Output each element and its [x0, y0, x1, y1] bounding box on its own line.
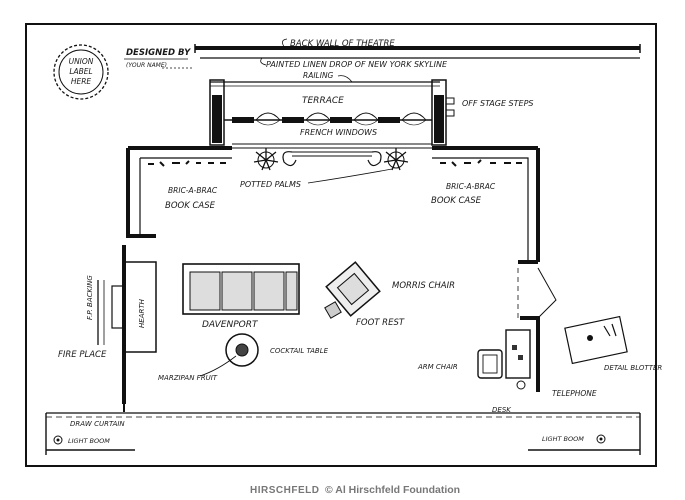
detail-blotter-label: DETAIL BLOTTER — [604, 364, 662, 372]
french-windows-label: FRENCH WINDOWS — [300, 128, 377, 137]
arm-chair-label: ARM CHAIR — [417, 363, 458, 371]
light-boom-left — [53, 435, 63, 445]
book-case-left-label: BOOK CASE — [165, 201, 216, 211]
desk — [505, 329, 531, 379]
railing-label: RAILING — [303, 71, 334, 80]
draw-curtain — [45, 412, 641, 455]
designed-by-title: DESIGNED BY — [126, 48, 191, 58]
draw-curtain-label: DRAW CURTAIN — [70, 420, 125, 428]
terrace-steps — [232, 143, 432, 167]
stamp-line1: UNION — [69, 57, 94, 66]
arm-chair — [477, 349, 503, 379]
hearth-label: HEARTH — [138, 298, 146, 328]
off-stage-steps — [445, 97, 455, 117]
telephone-label: TELEPHONE — [552, 389, 597, 398]
back-wall — [194, 38, 641, 53]
book-case-right-label: BOOK CASE — [431, 196, 482, 206]
light-boom-right-label: LIGHT BOOM — [542, 435, 584, 443]
morris-chair-label: MORRIS CHAIR — [392, 281, 455, 291]
desk-label: DESK — [492, 406, 512, 414]
designed-by-block: DESIGNED BY (YOUR NAME) — [124, 48, 192, 69]
off-stage-steps-label: OFF STAGE STEPS — [462, 99, 533, 108]
linen-drop-label: PAINTED LINEN DROP OF NEW YORK SKYLINE — [266, 60, 448, 69]
foot-rest-label: FOOT REST — [356, 318, 405, 328]
telephone — [516, 380, 526, 390]
designer-name: (YOUR NAME) — [126, 62, 167, 69]
light-boom-right — [596, 434, 606, 444]
potted-palm-right — [383, 148, 409, 171]
credit-signature: HIRSCHFELD — [250, 485, 319, 496]
page-border — [25, 23, 657, 467]
marzipan-fruit-label: MARZIPAN FRUIT — [158, 374, 218, 382]
potted-palms-label: POTTED PALMS — [240, 180, 301, 189]
bric-a-brac-left-label: BRIC-A-BRAC — [168, 186, 218, 195]
bric-a-brac-right-label: BRIC-A-BRAC — [446, 182, 496, 191]
french-windows — [224, 112, 432, 126]
terrace-enclosure — [209, 79, 447, 146]
morris-chair — [325, 261, 381, 317]
stamp-line2: LABEL — [69, 67, 92, 76]
cocktail-table — [225, 333, 259, 367]
davenport-label: DAVENPORT — [202, 320, 259, 330]
back-wall-label: BACK WALL OF THEATRE — [290, 39, 395, 49]
credit-text: © Al Hirschfeld Foundation — [325, 484, 460, 496]
potted-palm-left — [253, 148, 279, 171]
fp-backing-label: F.P. BACKING — [86, 275, 94, 320]
foot-rest — [324, 301, 342, 319]
union-label-stamp: UNION LABEL HERE — [53, 44, 109, 100]
cocktail-table-label: COCKTAIL TABLE — [270, 347, 329, 355]
linen-drop — [200, 57, 640, 66]
detail-blotter — [564, 315, 628, 365]
fire-place-label: FIRE PLACE — [58, 350, 107, 360]
railing — [210, 81, 440, 87]
book-case-left — [139, 157, 232, 236]
terrace-label: TERRACE — [302, 96, 344, 106]
stamp-line3: HERE — [71, 77, 92, 86]
light-boom-left-label: LIGHT BOOM — [68, 437, 110, 445]
book-case-right — [432, 157, 529, 262]
davenport — [182, 263, 300, 315]
fire-place — [97, 261, 157, 353]
